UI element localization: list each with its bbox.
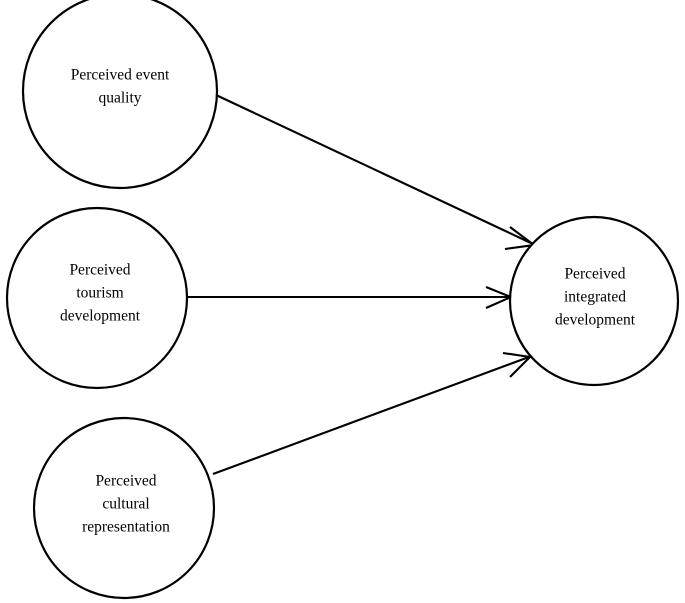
node-label: cultural (102, 496, 149, 513)
node-label: tourism (76, 285, 123, 302)
node-label: development (60, 308, 141, 325)
node-perceived-event-quality[interactable]: Perceived event quality (21, 0, 219, 190)
node-circle (21, 0, 219, 190)
node-label: quality (98, 90, 141, 107)
node-circle (5, 206, 189, 390)
node-perceived-tourism-development[interactable]: Perceived tourism development (5, 206, 189, 390)
node-label: Perceived event (71, 67, 170, 84)
node-label: integrated (564, 289, 626, 306)
node-circle (32, 416, 216, 600)
node-label: development (555, 312, 636, 329)
node-label: Perceived (69, 262, 130, 279)
edge-event-quality-to-integrated[interactable] (215, 94, 537, 251)
node-perceived-integrated-development[interactable]: Perceived integrated development (508, 215, 680, 387)
edge-line (215, 94, 534, 245)
node-label: representation (82, 519, 170, 536)
node-label: Perceived (564, 266, 625, 283)
edge-cultural-representation-to-integrated[interactable] (212, 351, 533, 475)
node-circle (508, 215, 680, 387)
node-group: Perceived event quality Perceived touris… (5, 0, 680, 600)
edge-line (212, 356, 530, 475)
node-perceived-cultural-representation[interactable]: Perceived cultural representation (32, 416, 216, 600)
edge-tourism-development-to-integrated[interactable] (187, 286, 514, 309)
edge-group (187, 94, 537, 475)
node-label: Perceived (95, 473, 156, 490)
